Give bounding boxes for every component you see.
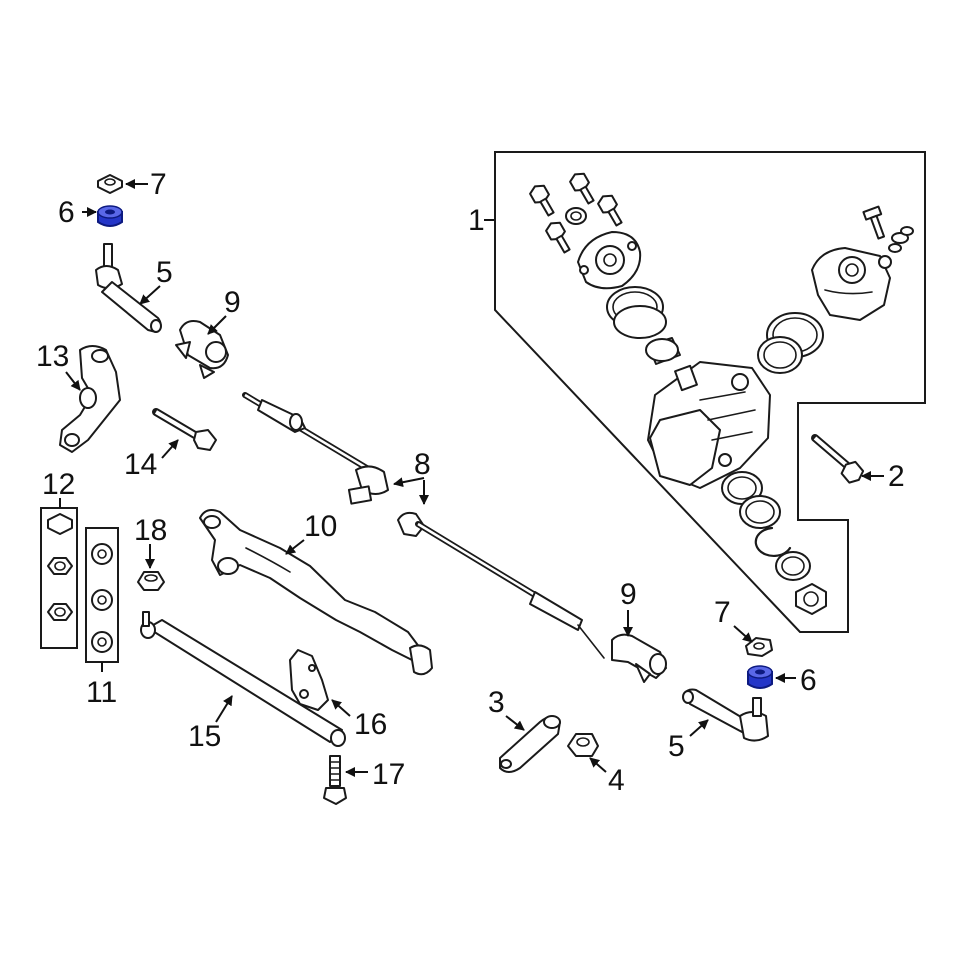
lock-nut-6-left[interactable] [97, 205, 123, 227]
callout-11: 11 [86, 676, 117, 709]
pitman-nut-4[interactable] [567, 733, 599, 757]
tie-rod-8-upper[interactable] [242, 392, 389, 505]
sector-shaft-cover[interactable] [577, 231, 642, 290]
callout-15: 15 [188, 720, 221, 753]
tie-rod-end-5-left[interactable] [95, 243, 162, 333]
nut-7-left[interactable] [97, 174, 123, 194]
leader-lines [59, 179, 884, 777]
callout-2: 2 [888, 460, 905, 493]
callout-10: 10 [304, 510, 337, 543]
callout-labels: 7 6 5 9 13 14 12 18 10 8 11 15 16 17 3 4… [36, 168, 905, 797]
callout-7-right: 7 [714, 596, 731, 629]
pump-bolt-and-orings[interactable] [862, 205, 914, 253]
lock-nut-6-right[interactable] [747, 665, 773, 689]
callout-9-lower: 9 [620, 578, 637, 611]
nut-kit-11[interactable] [85, 527, 119, 663]
callout-9-top: 9 [224, 286, 241, 319]
nut-18[interactable] [137, 571, 165, 591]
bolt-14[interactable] [152, 408, 217, 451]
adjuster-clamp-9-top[interactable] [175, 320, 229, 379]
steering-gear-body[interactable] [647, 361, 771, 489]
callout-14: 14 [124, 448, 157, 481]
callout-12: 12 [42, 468, 75, 501]
idler-bracket-13[interactable] [59, 345, 121, 453]
callout-16: 16 [354, 708, 387, 741]
gear-seals[interactable] [606, 286, 824, 374]
nut-kit-12[interactable] [40, 507, 78, 649]
input-shaft-seals[interactable] [721, 471, 827, 615]
callout-3: 3 [488, 686, 505, 719]
pitman-arm-3[interactable] [499, 715, 561, 773]
callout-13: 13 [36, 340, 69, 373]
callout-8: 8 [414, 448, 431, 481]
callout-7-left: 7 [150, 168, 167, 201]
tie-rod-8-long[interactable] [397, 511, 605, 659]
adjuster-clamp-9-lower[interactable] [611, 633, 667, 683]
tie-rod-end-5-right[interactable] [682, 688, 769, 742]
callout-17: 17 [372, 758, 405, 791]
steering-damper-15[interactable] [140, 611, 346, 747]
gear-bolt-2[interactable] [811, 434, 866, 486]
valve-housing[interactable] [811, 247, 892, 321]
callout-5-right: 5 [668, 730, 685, 763]
callout-18: 18 [134, 514, 167, 547]
center-link-10[interactable] [199, 509, 433, 676]
steering-gear-box [494, 151, 926, 633]
callout-1: 1 [468, 204, 485, 237]
callout-6-right: 6 [800, 664, 817, 697]
callout-5-left: 5 [156, 256, 173, 289]
callout-6-left: 6 [58, 196, 75, 229]
gear-mounting-bolts[interactable] [528, 170, 626, 255]
callout-4: 4 [608, 764, 625, 797]
damper-bracket-16[interactable] [289, 649, 329, 711]
bolt-17[interactable] [323, 755, 347, 805]
